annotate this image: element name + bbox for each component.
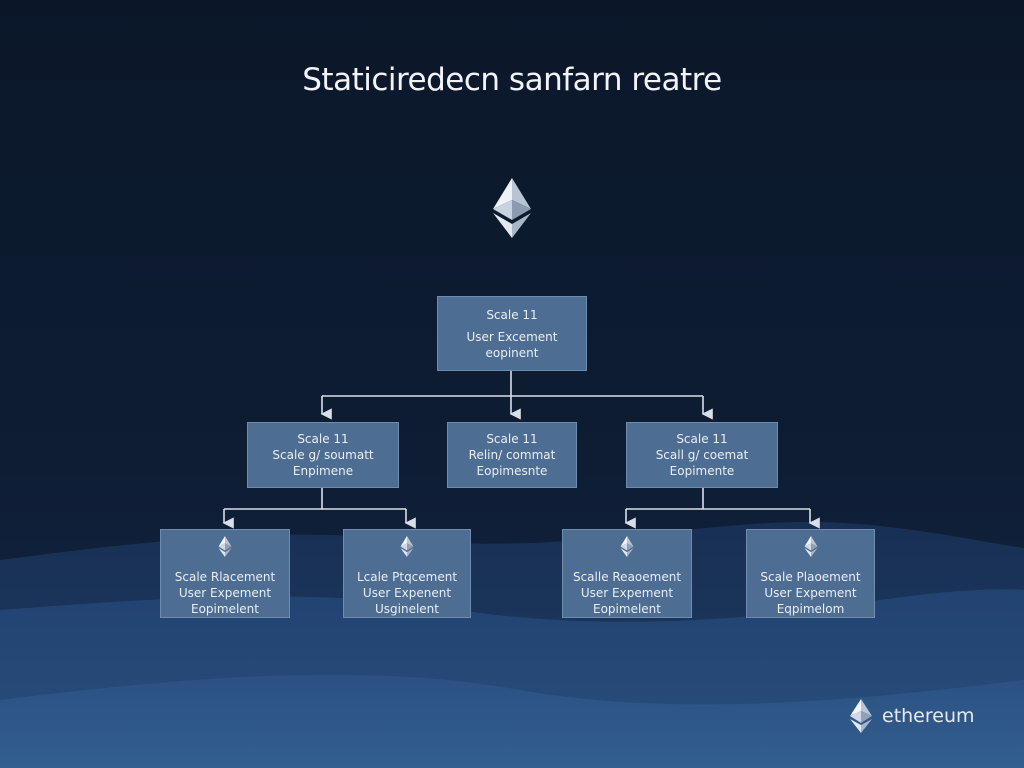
diagram-title: Staticiredecn sanfarn reatre [302,62,722,98]
ethereum-icon [850,699,872,733]
node-label: Scale 11 [297,432,349,446]
node-label: Scale 11 [486,432,538,446]
node-label: Scale Plaoement [760,570,861,584]
node-label: Lcale Ptqcement [356,570,458,584]
node-leaf-4: Scale Plaoement User Expement Eqpimelom [746,529,875,618]
ethereum-icon [218,536,232,557]
node-label: User Expement [764,586,857,600]
node-label: User Expenent [362,586,452,600]
node-label: Eopimesnte [476,464,548,478]
node-label: User Expement [580,586,674,600]
node-middle-center: Scale 11 Relin/ commat Eopimesnte [447,422,577,488]
node-leaf-2: Lcale Ptqcement User Expenent Usginelent [343,529,471,618]
node-label: Eopimelent [593,602,661,616]
node-label: Scale Rlacement [174,570,276,584]
node-label: User Expement [178,586,272,600]
node-label: Scalle Reaoement [572,570,682,584]
node-root: Scale 11 User Excement eopinent [437,296,587,371]
ethereum-icon [620,536,634,557]
node-label: Enpimene [292,464,354,478]
node-leaf-3: Scalle Reaoement User Expement Eopimelen… [562,529,692,618]
brand-logo: ethereum [850,699,975,733]
node-label: eopinent [485,345,539,360]
ethereum-icon [400,536,414,557]
node-label: Eopimelent [191,602,259,616]
node-label: Usginelent [374,602,439,616]
node-label: Scale 11 [486,307,538,322]
brand-name: ethereum [882,705,975,727]
node-middle-left: Scale 11 Scale g/ soumatt Enpimene [247,422,399,488]
node-label: Eqpimelom [776,602,845,616]
node-leaf-1: Scale Rlacement User Expement Eopimelent [160,529,290,618]
node-label: User Excement [466,329,558,344]
ethereum-icon [804,536,817,557]
node-middle-right: Scale 11 Scall g/ coemat Eopimente [626,422,778,488]
node-label: Eopimente [669,464,735,478]
node-label: Scall g/ coemat [655,448,749,462]
node-label: Scale 11 [676,432,728,446]
node-label: Scale g/ soumatt [272,448,374,462]
ethereum-icon [493,178,531,238]
node-label: Relin/ commat [468,448,556,462]
